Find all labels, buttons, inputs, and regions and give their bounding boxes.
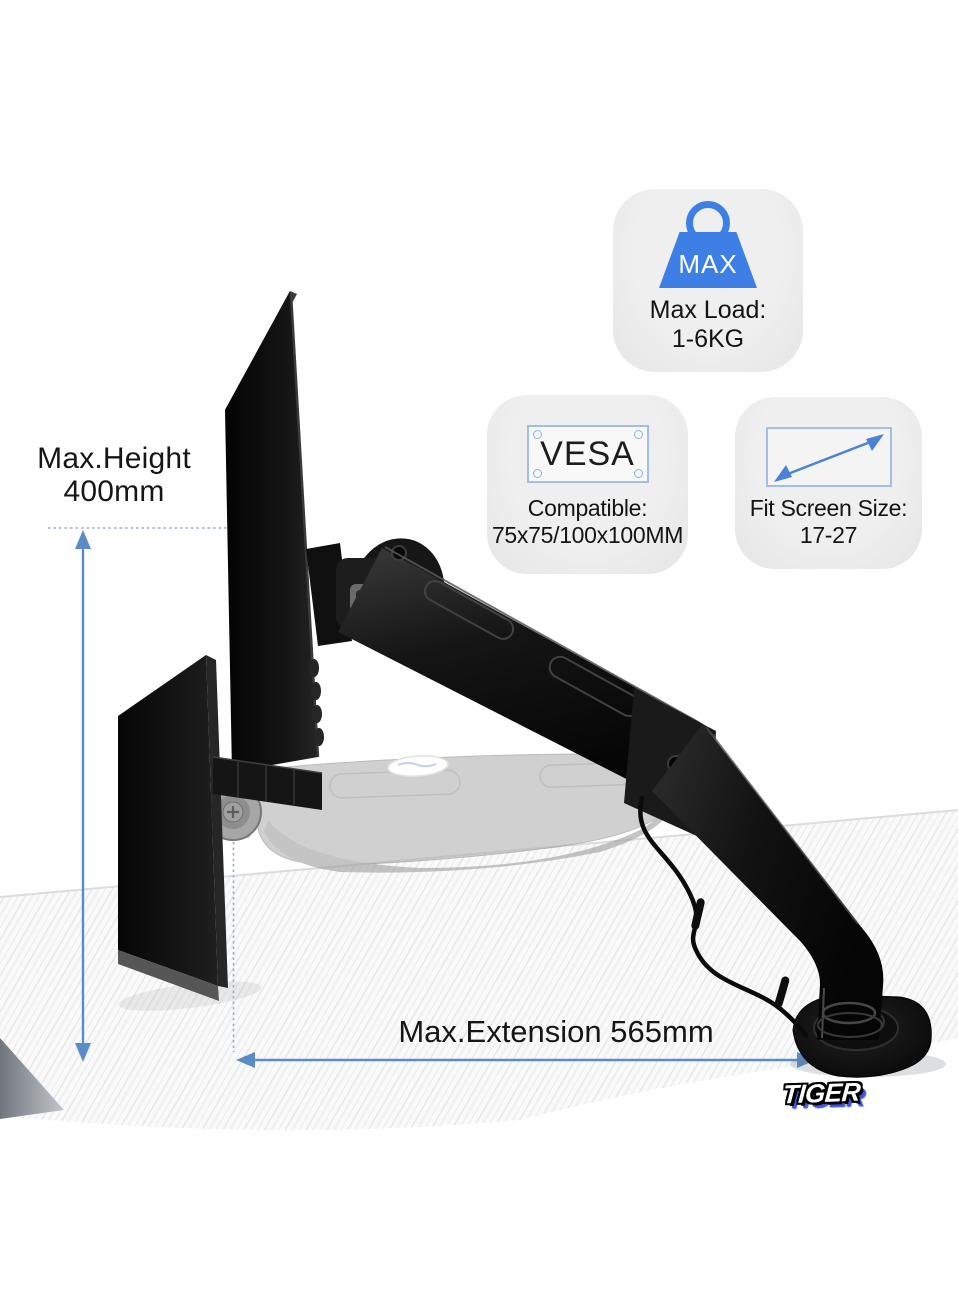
lower-beam-highlight: [705, 726, 859, 925]
lower-arm-and-pole: [652, 724, 884, 1040]
max-load-line2: 1-6KG: [671, 325, 745, 353]
lower-monitor-panel: [118, 655, 218, 986]
vesa-hole-icon: [633, 469, 643, 478]
monitor-button: [312, 705, 322, 723]
ghost-arm-logo: [387, 755, 449, 777]
vesa-hole-icon: [532, 430, 542, 439]
max-height-line1: Max.Height: [37, 442, 191, 475]
monitor-shadow: [118, 981, 262, 1011]
max-extension-label: Max.Extension 565mm: [398, 1014, 714, 1049]
vesa-line2: 75x75/100x100MM: [491, 522, 684, 548]
beam-slot: [423, 580, 515, 640]
vesa-plate-text: VESA: [540, 434, 635, 473]
ghost-arm-logo-mark: [397, 762, 437, 768]
pole-collar: [817, 1012, 883, 1038]
vesa-hole-icon: [532, 469, 542, 478]
desk-top: [0, 810, 958, 1131]
bezel-highlight: [212, 756, 323, 774]
lower-monitor-bottom-bezel: [118, 950, 219, 1001]
fit-screen-line2: 17-27: [799, 522, 858, 548]
pole-collar: [821, 1001, 877, 1025]
upper-arm-beam: [338, 548, 703, 792]
upper-monitor-panel: [225, 291, 318, 772]
brand-logo: TIGER: [781, 1076, 862, 1110]
pivot-screw-cross: [227, 806, 239, 818]
monitor-button: [311, 682, 321, 700]
monitor-arm: [306, 538, 884, 1040]
desk-side-edge: [0, 1038, 64, 1119]
beam-highlight: [384, 546, 701, 724]
extension-arrowhead-left: [236, 1052, 255, 1068]
ghost-hull: [264, 795, 674, 873]
cable-clip: [774, 976, 790, 1008]
cable-clip: [691, 898, 705, 930]
weight-icon: MAX: [659, 201, 757, 288]
fit-screen-badge: Fit Screen Size: 17-27: [735, 397, 922, 569]
monitor-button: [314, 728, 324, 746]
diagonal-arrow-svg: [773, 434, 884, 482]
vesa-plate-icon: VESA: [526, 425, 649, 483]
height-arrowhead-up: [75, 530, 91, 549]
max-height-label: Max.Height 400mm: [22, 442, 206, 508]
upper-monitor: [212, 291, 324, 810]
height-arrowhead-down: [75, 1043, 91, 1062]
vesa-hole-icon: [633, 430, 643, 439]
fit-screen-line1: Fit Screen Size:: [749, 495, 908, 521]
weight-body: MAX: [659, 232, 757, 288]
monitor-button: [309, 659, 319, 677]
vesa-line1: Compatible:: [527, 495, 648, 521]
upper-monitor-edge-highlight: [289, 293, 320, 758]
weight-icon-text: MAX: [678, 249, 738, 279]
lower-monitor: [118, 655, 228, 1001]
vesa-badge: VESA Compatible: 75x75/100x100MM: [487, 395, 688, 574]
diagonal-arrow-icon: [765, 427, 892, 487]
dimension-annotations: [48, 527, 816, 1068]
cable: [638, 795, 809, 1039]
max-load-badge: MAX Max Load: 1-6KG: [613, 189, 803, 372]
max-height-line2: 400mm: [63, 475, 165, 508]
max-load-line1: Max Load:: [649, 296, 767, 324]
lower-monitor-edge: [206, 655, 228, 988]
